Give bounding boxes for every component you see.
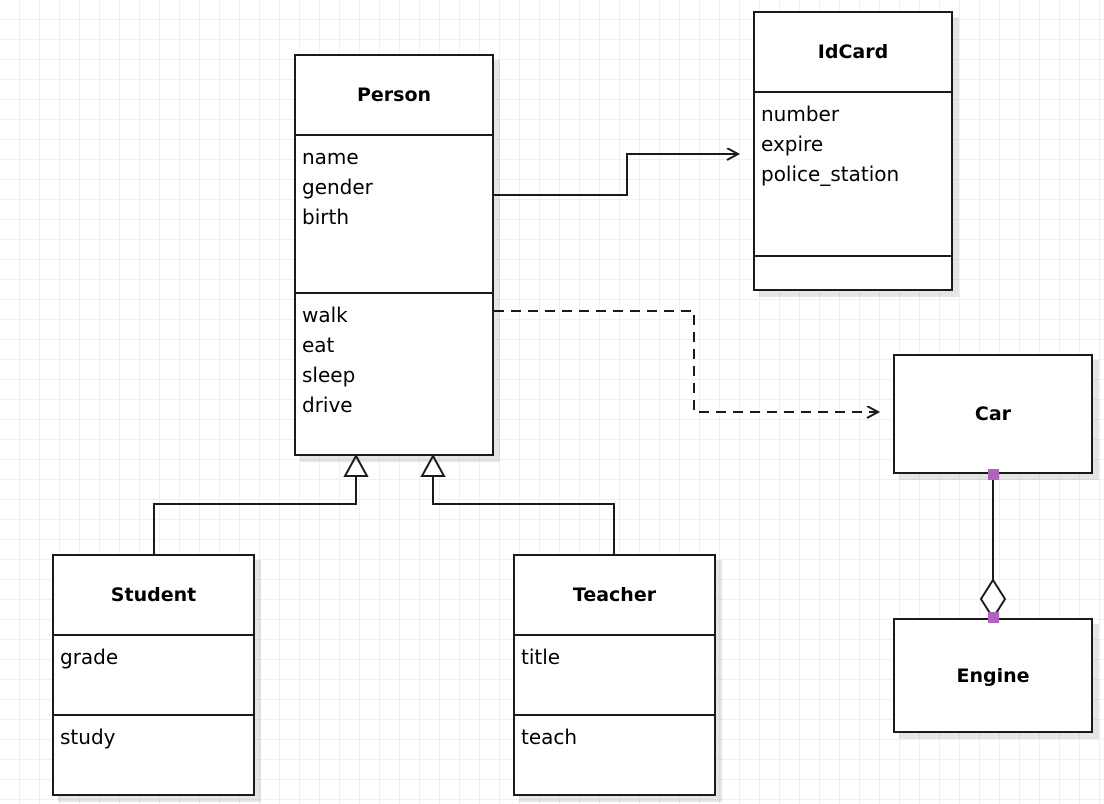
class-name-idcard: IdCard	[817, 41, 889, 63]
attributes-compartment-teacher[interactable]: title	[515, 634, 714, 714]
operations-compartment-person[interactable]: walk eat sleep drive	[296, 292, 492, 454]
class-name-engine: Engine	[956, 664, 1030, 687]
attributes-compartment-person[interactable]: name gender birth	[296, 134, 492, 292]
attribute-item: expire	[761, 132, 824, 156]
attribute-item: title	[521, 645, 561, 669]
edge-person-car[interactable]	[494, 310, 878, 412]
class-name-student: Student	[110, 584, 197, 606]
edge-car-engine[interactable]	[979, 474, 1007, 620]
class-box-person[interactable]: Person name gender birth walk eat sleep …	[294, 54, 494, 456]
attributes-compartment-student[interactable]: grade	[54, 634, 253, 714]
attributes-compartment-idcard[interactable]: number expire police_station	[755, 91, 951, 255]
operations-compartment-teacher[interactable]: teach	[515, 714, 714, 794]
class-box-engine[interactable]: Engine	[893, 618, 1093, 733]
class-name-person: Person	[356, 84, 432, 106]
edge-person-idcard[interactable]	[494, 154, 738, 196]
operations-compartment-idcard[interactable]	[755, 255, 951, 289]
class-box-idcard[interactable]: IdCard number expire police_station	[753, 11, 953, 291]
attribute-item: birth	[302, 205, 349, 229]
class-name-car: Car	[974, 403, 1012, 425]
attribute-item: number	[761, 102, 840, 126]
class-name-teacher: Teacher	[572, 584, 657, 606]
attribute-item: gender	[302, 175, 373, 199]
operation-item: eat	[302, 333, 335, 357]
operation-item: sleep	[302, 363, 356, 387]
attribute-item: grade	[60, 645, 119, 669]
operation-item: drive	[302, 393, 353, 417]
edge-student-person[interactable]	[153, 453, 369, 554]
attribute-item: police_station	[761, 162, 900, 186]
connection-handle-engine-end[interactable]	[988, 612, 999, 623]
operations-compartment-student[interactable]: study	[54, 714, 253, 794]
connection-handle-car-end[interactable]	[988, 469, 999, 480]
edge-teacher-person[interactable]	[420, 453, 615, 554]
class-box-teacher[interactable]: Teacher title teach	[513, 554, 716, 796]
operation-item: teach	[521, 725, 578, 749]
class-box-student[interactable]: Student grade study	[52, 554, 255, 796]
operation-item: walk	[302, 303, 348, 327]
operation-item: study	[60, 725, 116, 749]
attribute-item: name	[302, 145, 359, 169]
class-box-car[interactable]: Car	[893, 354, 1093, 474]
